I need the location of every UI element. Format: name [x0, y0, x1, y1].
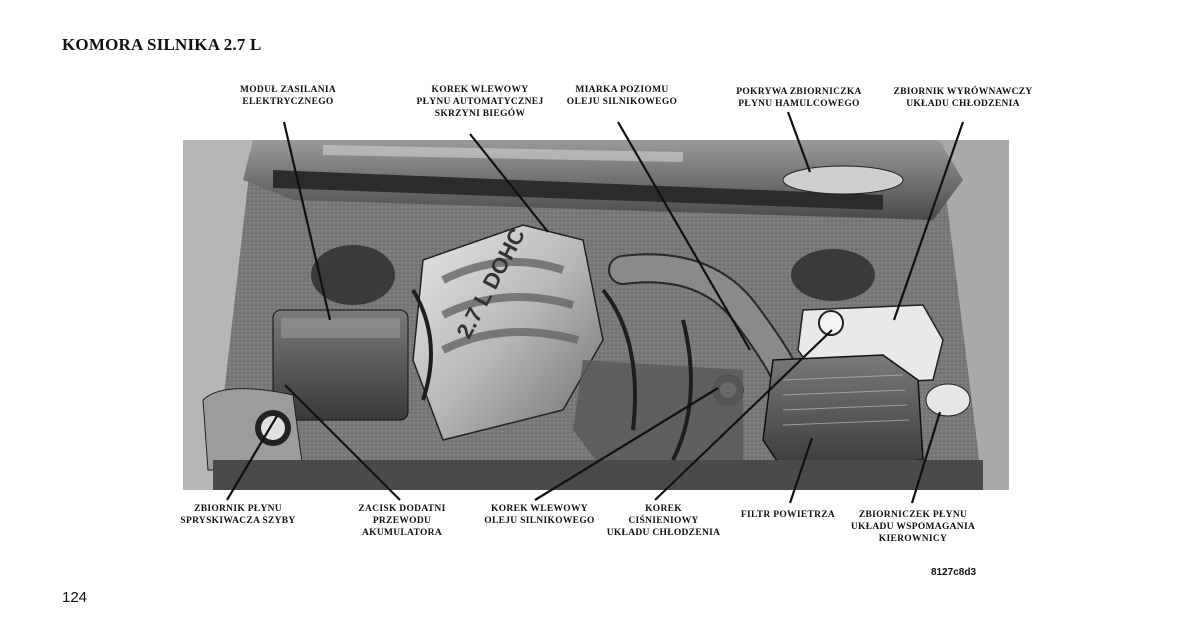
- brake-reservoir: [782, 165, 904, 195]
- left-fender: [183, 140, 253, 490]
- engine-compartment-illustration: 2.7 L DOHC: [183, 140, 1009, 490]
- callout-battery-positive-terminal: ZACISK DODATNI PRZEWODU AKUMULATORA: [358, 504, 446, 538]
- callout-transmission-fill-cap: KOREK WLEWOWY PŁYNU AUTOMATYCZNEJ SKRZYN…: [416, 85, 544, 119]
- callout-brake-reservoir-cap: POKRYWA ZBIORNICZKA PŁYNU HAMULCOWEGO: [736, 87, 862, 109]
- callout-coolant-reservoir: ZBIORNIK WYRÓWNAWCZY UKŁADU CHŁODZENIA: [893, 87, 1033, 109]
- page-title: KOMORA SILNIKA 2.7 L: [62, 35, 262, 54]
- air-filter-box: [762, 354, 924, 471]
- callout-oil-fill-cap: KOREK WLEWOWY OLEJU SILNIKOWEGO: [484, 504, 595, 526]
- radiator-support: [213, 460, 983, 490]
- callout-washer-reservoir: ZBIORNIK PŁYNU SPRYSKIWACZA SZYBY: [180, 504, 296, 526]
- callout-oil-dipstick: MIARKA POZIOMU OLEJU SILNIKOWEGO: [566, 85, 678, 107]
- callout-air-filter: FILTR POWIETRZA: [740, 510, 836, 520]
- callout-power-module: MODUŁ ZASILANIA ELEKTRYCZNEGO: [239, 85, 337, 107]
- power-steering-reservoir: [925, 383, 971, 417]
- page-number: 124: [62, 589, 88, 606]
- left-strut-tower: [311, 245, 395, 305]
- right-strut-tower: [791, 249, 875, 301]
- pressure-cap: [818, 310, 844, 336]
- callout-pressure-cap: KOREK CIŚNIENIOWY UKŁADU CHŁODZENIA: [606, 504, 721, 538]
- engine-front: [573, 360, 743, 470]
- figure-code: 8127c8d3: [931, 567, 977, 578]
- callout-power-steering-reservoir: ZBIORNICZEK PŁYNU UKŁADU WSPOMAGANIA KIE…: [850, 510, 976, 544]
